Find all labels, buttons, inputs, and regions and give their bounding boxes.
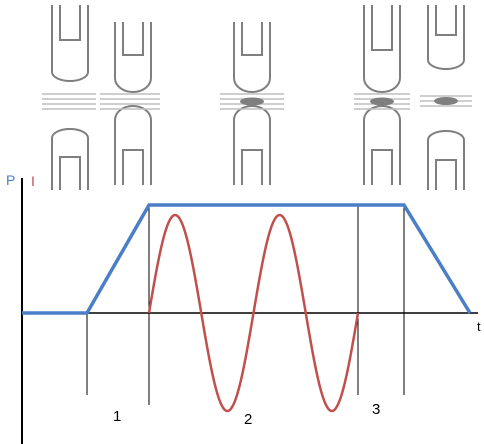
lower-electrode-cap: [59, 156, 81, 190]
lower-electrode: [363, 105, 401, 185]
electrode-stage-hold: [354, 5, 410, 185]
upper-electrode: [363, 5, 401, 93]
time-axis-label: t: [477, 319, 481, 334]
upper-electrode: [114, 22, 152, 93]
upper-electrode-cap: [122, 22, 144, 56]
lower-electrode-cap: [122, 149, 144, 185]
pressure-curve: [22, 203, 472, 315]
current-curve: [147, 213, 360, 413]
upper-electrode: [427, 5, 465, 70]
electrode-stage-release: [420, 5, 472, 190]
phase-label-1: 1: [113, 408, 121, 425]
upper-electrode-cap: [371, 5, 393, 51]
pressure-axis-label: P: [6, 172, 15, 188]
upper-electrode-cap: [241, 22, 263, 56]
current-axis-label: I: [31, 173, 35, 189]
lower-electrode-cap: [241, 149, 263, 185]
sheets: [42, 93, 96, 110]
upper-electrode: [51, 5, 89, 82]
lower-electrode: [233, 105, 271, 185]
sheets: [220, 93, 284, 110]
weld-nugget: [434, 97, 458, 105]
weld-nugget: [370, 97, 394, 106]
weld-nugget: [240, 97, 264, 106]
sheets: [100, 93, 160, 110]
phase-label-2: 2: [244, 411, 252, 428]
upper-electrode-cap: [59, 5, 81, 41]
upper-electrode: [233, 22, 271, 93]
electrode-stage-squeeze: [100, 22, 160, 185]
electrode-stages: [42, 5, 472, 190]
graph: P I t 1 2 3: [6, 172, 481, 444]
lower-electrode: [427, 130, 465, 190]
lower-electrode-cap: [371, 149, 393, 185]
electrode-stage-weld: [220, 22, 284, 185]
phase-label-3: 3: [372, 401, 380, 418]
electrode-stage-open: [42, 5, 96, 190]
lower-electrode-cap: [435, 159, 457, 190]
upper-electrode-cap: [435, 5, 457, 36]
lower-electrode: [51, 128, 89, 190]
lower-electrode: [114, 105, 152, 185]
